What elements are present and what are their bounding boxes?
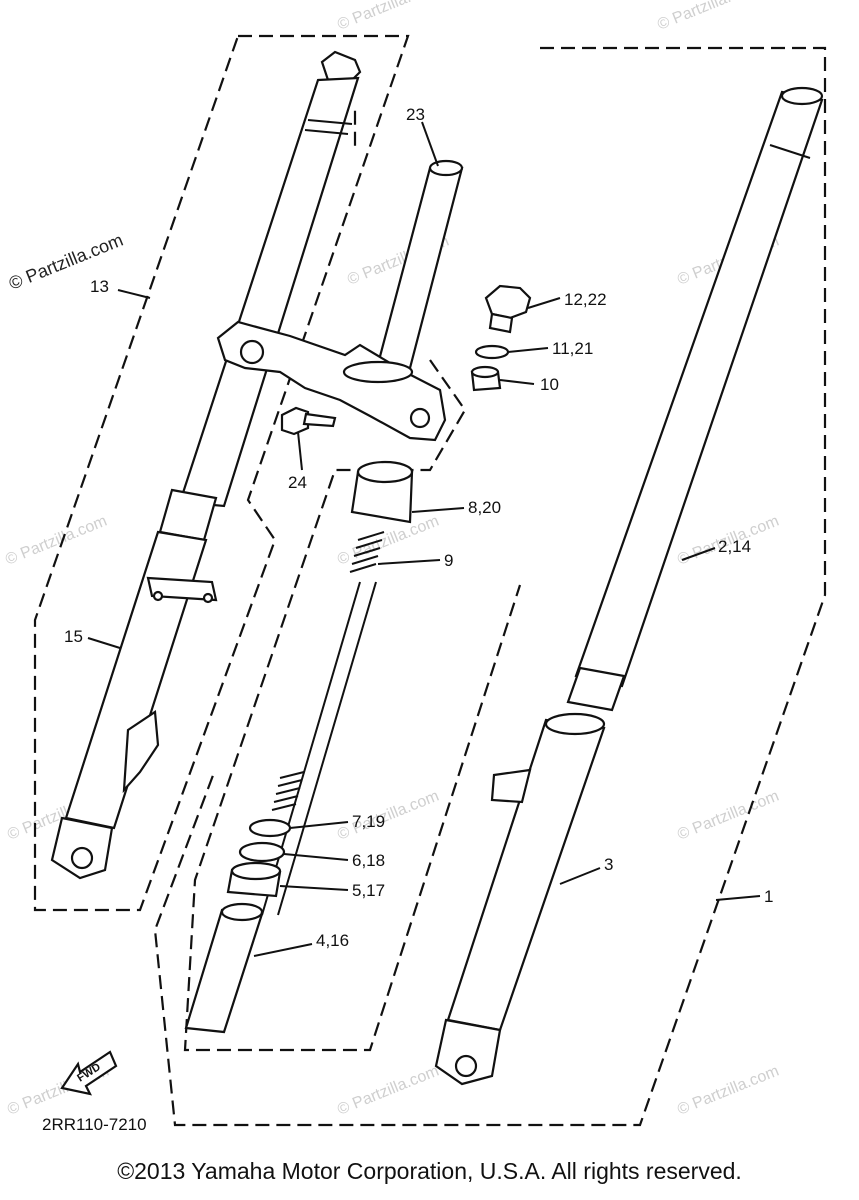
outer-tube-4-16: [184, 908, 264, 1034]
watermark: © Partzilla.com: [335, 1063, 441, 1119]
left-bracket: [146, 576, 218, 602]
label-7-19: 7,19: [352, 812, 385, 831]
collar-10-top: [470, 365, 500, 379]
left-outer-tube: [64, 530, 208, 830]
steering-stem-assembly: [216, 159, 464, 442]
label-9: 9: [444, 551, 453, 570]
label-24: 24: [288, 473, 307, 492]
watermark: © Partzilla.com: [335, 0, 441, 34]
label-15: 15: [64, 627, 83, 646]
bolt-24: [280, 406, 337, 436]
label-23: 23: [406, 105, 425, 124]
watermark: © Partzilla.com: [655, 0, 761, 34]
label-13: 13: [90, 277, 109, 296]
label-10: 10: [540, 375, 559, 394]
label-5-17: 5,17: [352, 881, 385, 900]
leader-lines: [87, 121, 761, 957]
watermark: © Partzilla.com: [675, 788, 781, 844]
right-axle-lug: [434, 1018, 502, 1086]
group-outline-left: [33, 34, 410, 912]
label-3: 3: [604, 855, 613, 874]
bracket-clamp-hole: [239, 339, 265, 365]
label-6-18: 6,18: [352, 851, 385, 870]
washer-6-18: [238, 841, 286, 863]
label-11-21: 11,21: [552, 339, 593, 358]
diagram-code: 2RR110-7210: [42, 1115, 147, 1134]
clip-7-19: [248, 818, 292, 838]
damper-cap-top: [356, 460, 414, 484]
spring-9: [261, 531, 385, 916]
right-dust-seal: [566, 666, 626, 712]
right-fork-assembly: [434, 86, 824, 1086]
watermark: © Partzilla.com: [675, 1063, 781, 1119]
tube-4-16-top: [220, 902, 264, 922]
washer-11-21: [474, 344, 510, 360]
stem-thread-top: [428, 159, 464, 177]
left-bracket-hole: [152, 590, 164, 602]
label-4-16: 4,16: [316, 931, 349, 950]
left-caliper-mount: [122, 710, 160, 794]
label-12-22: 12,22: [564, 290, 607, 309]
label-1: 1: [764, 887, 773, 906]
label-8-20: 8,20: [468, 498, 501, 517]
copyright-notice: ©2013 Yamaha Motor Corporation, U.S.A. A…: [117, 1158, 742, 1184]
oil-seal-top: [230, 861, 282, 881]
left-dust-seal: [158, 488, 218, 542]
right-outer-tube-top: [544, 712, 606, 736]
left-axle-hole: [70, 846, 94, 870]
cap-bolt-12-22: [484, 284, 532, 334]
fwd-arrow: FWD: [60, 1050, 118, 1096]
stem-base-collar: [342, 360, 414, 384]
right-bracket: [490, 768, 532, 804]
left-bracket-hole: [202, 592, 214, 604]
right-axle-hole: [454, 1054, 478, 1078]
right-inner-tube: [574, 90, 824, 688]
under-bracket: [216, 320, 447, 442]
right-inner-tube-top: [780, 86, 824, 106]
label-2-14: 2,14: [718, 537, 751, 556]
left-fork-assembly: [50, 50, 362, 880]
group-outline-right: [153, 46, 827, 1127]
bracket-clamp-hole: [409, 407, 431, 429]
